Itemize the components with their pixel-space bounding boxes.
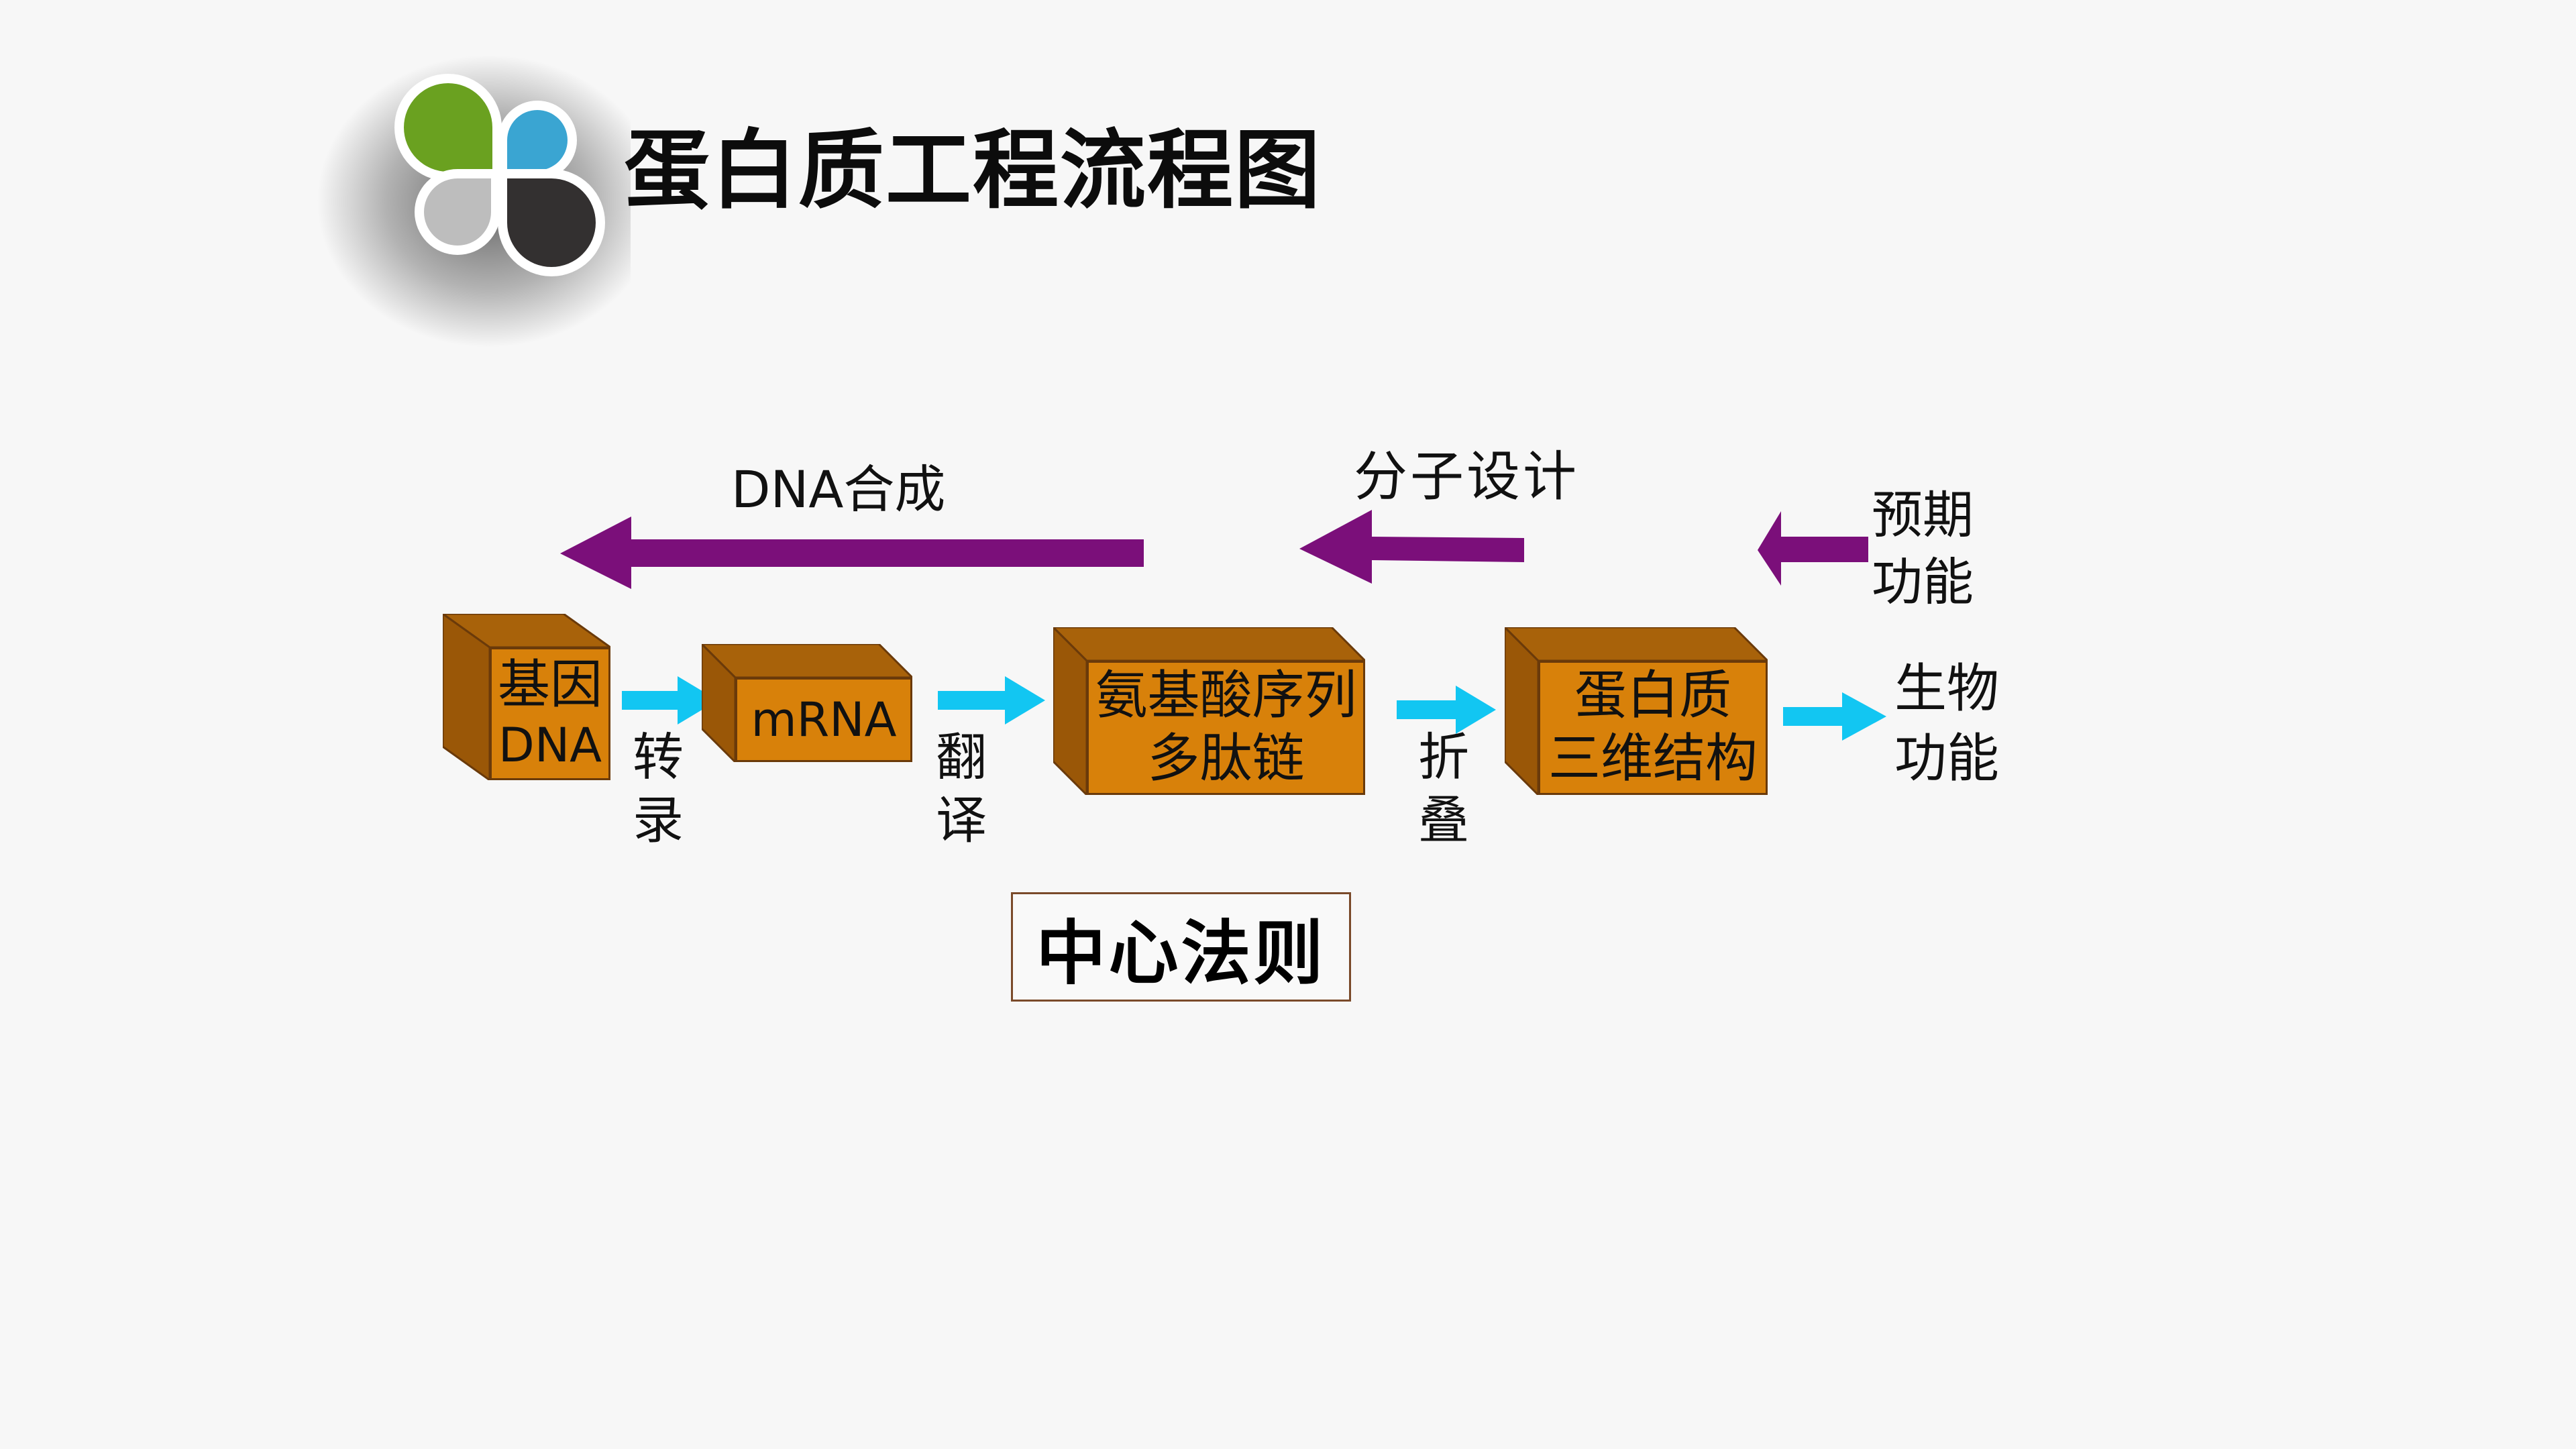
node-gene-dna-line1: 基因: [497, 655, 602, 716]
transcription-label: 转 录: [633, 727, 684, 850]
node-polypeptide-line1: 氨基酸序列: [1095, 665, 1357, 727]
node-gene-dna-line2: DNA: [498, 717, 602, 773]
folding-arrow: [1397, 686, 1496, 734]
biological-function-label: 生物 功能: [1894, 659, 2000, 789]
dna-synthesis-arrow: [560, 517, 1144, 589]
molecular-design-label: 分子设计: [1354, 445, 1579, 508]
biological-function-arrow: [1783, 692, 1886, 741]
node-polypeptide-line2: 多肽链: [1147, 729, 1305, 789]
node-protein-structure-face: 蛋白质 三维结构: [1538, 661, 1768, 795]
node-mrna-label: mRNA: [751, 692, 897, 747]
node-gene-dna-face: 基因 DNA: [490, 647, 610, 780]
expected-function-label: 预期 功能: [1872, 485, 1974, 612]
node-polypeptide: 氨基酸序列 多肽链: [1053, 627, 1365, 795]
translation-label: 翻 译: [936, 727, 987, 850]
node-protein-structure: 蛋白质 三维结构: [1505, 627, 1768, 795]
node-gene-dna: 基因 DNA: [443, 614, 610, 780]
translation-arrow: [938, 676, 1045, 724]
dna-synthesis-label: DNA合成: [731, 460, 946, 519]
node-protein-structure-line2: 三维结构: [1548, 729, 1758, 789]
node-protein-structure-line1: 蛋白质: [1574, 665, 1731, 727]
node-mrna-face: mRNA: [735, 678, 912, 762]
central-dogma-caption: 中心法则: [1011, 892, 1351, 1002]
folding-label: 折 叠: [1418, 727, 1469, 850]
transcription-arrow: [622, 676, 718, 724]
node-polypeptide-face: 氨基酸序列 多肽链: [1087, 661, 1365, 795]
molecular-design-arrow: [1299, 510, 1524, 584]
node-mrna: mRNA: [702, 644, 912, 762]
expected-function-arrow: [1758, 511, 1868, 586]
page-title: 蛋白质工程流程图: [624, 121, 1322, 221]
